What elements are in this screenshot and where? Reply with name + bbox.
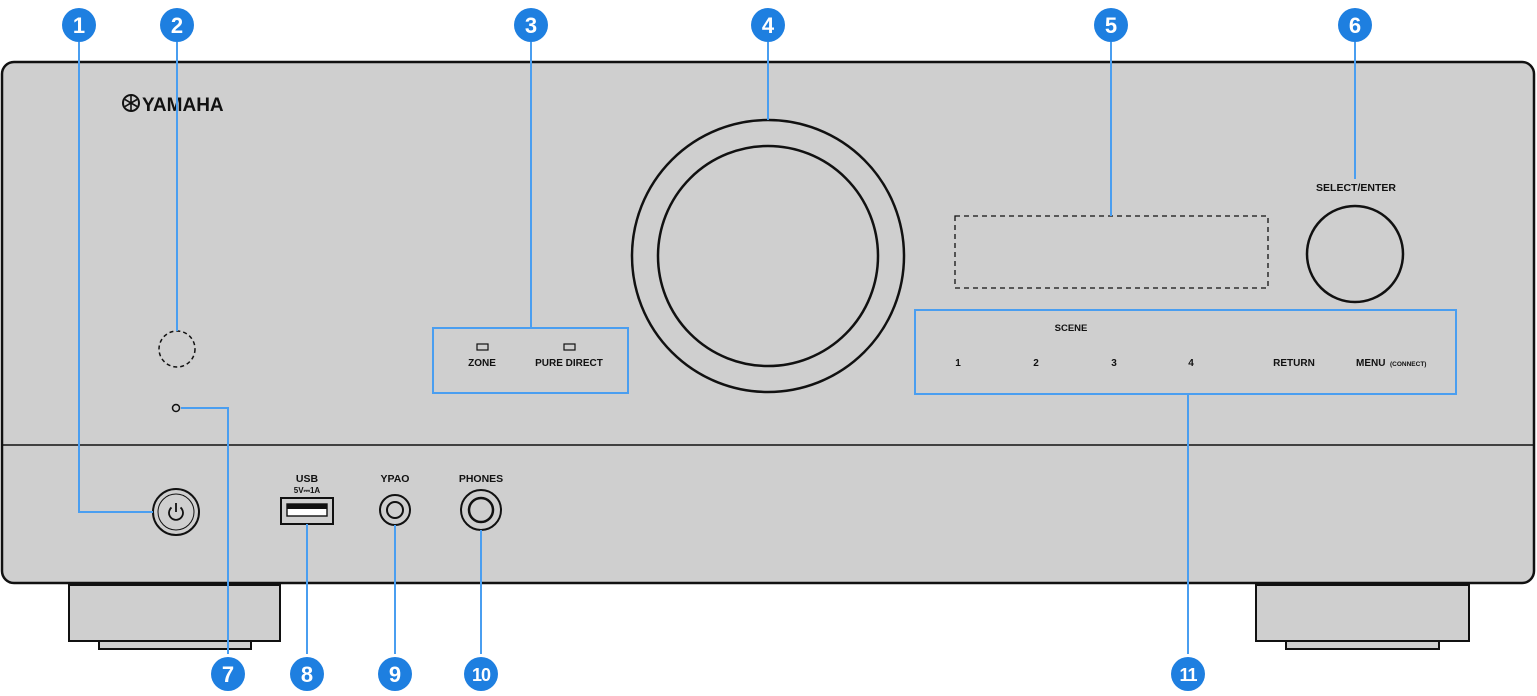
return-button[interactable]: RETURN bbox=[1273, 358, 1315, 369]
callout-4: 4 bbox=[751, 8, 785, 42]
callout-5: 5 bbox=[1094, 8, 1128, 42]
usb-port[interactable]: USB 5V⎓1A bbox=[280, 473, 334, 525]
power-icon bbox=[168, 503, 184, 521]
callout-2-number: 2 bbox=[171, 13, 183, 38]
scene-3-button[interactable]: 3 bbox=[1111, 358, 1117, 369]
scene-control-panel: SCENE 1 2 3 4 RETURN MENU (CONNECT) bbox=[914, 309, 1457, 395]
power-button[interactable] bbox=[152, 488, 200, 536]
callout-5-number: 5 bbox=[1105, 13, 1117, 38]
callout-1: 1 bbox=[62, 8, 96, 42]
scene-label: SCENE bbox=[1055, 323, 1088, 334]
zone-indicator bbox=[476, 343, 489, 351]
phones-label: PHONES bbox=[459, 473, 503, 485]
callout-6: 6 bbox=[1338, 8, 1372, 42]
pure-direct-button-label[interactable]: PURE DIRECT bbox=[535, 358, 603, 369]
phones-jack[interactable]: PHONES bbox=[459, 473, 503, 531]
leader-7 bbox=[181, 407, 229, 654]
ypao-mic-jack[interactable]: YPAO bbox=[379, 473, 411, 526]
callout-8: 8 bbox=[290, 657, 324, 691]
scene-1-button[interactable]: 1 bbox=[955, 358, 961, 369]
callout-9-number: 9 bbox=[389, 662, 401, 687]
left-foot bbox=[68, 584, 281, 650]
callout-3-number: 3 bbox=[525, 13, 537, 38]
callout-7-number: 7 bbox=[222, 662, 234, 687]
callout-9: 9 bbox=[378, 657, 412, 691]
brand-name: YAMAHA bbox=[142, 95, 224, 116]
pure-direct-indicator bbox=[563, 343, 576, 351]
right-foot bbox=[1255, 584, 1470, 650]
callout-6-number: 6 bbox=[1349, 13, 1361, 38]
scene-4-button[interactable]: 4 bbox=[1188, 358, 1194, 369]
callout-11: 11 bbox=[1171, 657, 1205, 691]
ypao-label: YPAO bbox=[381, 473, 410, 485]
select-enter-knob[interactable] bbox=[1305, 204, 1405, 304]
select-enter-label: SELECT/ENTER bbox=[1316, 182, 1396, 194]
zone-button-label[interactable]: ZONE bbox=[468, 358, 496, 369]
callout-2: 2 bbox=[160, 8, 194, 42]
standby-indicator bbox=[171, 403, 181, 413]
callout-leader-lines bbox=[78, 42, 1356, 654]
menu-connect-sublabel: (CONNECT) bbox=[1390, 361, 1426, 368]
callout-8-number: 8 bbox=[301, 662, 313, 687]
yamaha-logo: YAMAHA bbox=[122, 94, 224, 116]
callout-11-number: 11 bbox=[1179, 665, 1197, 685]
usb-rating-label: 5V⎓1A bbox=[294, 486, 321, 495]
leader-1 bbox=[78, 42, 153, 513]
volume-knob[interactable] bbox=[630, 118, 906, 394]
callout-1-number: 1 bbox=[73, 13, 85, 38]
callout-10-number: 10 bbox=[472, 665, 491, 685]
callout-4-number: 4 bbox=[762, 13, 775, 38]
usb-label: USB bbox=[296, 473, 319, 485]
callout-3: 3 bbox=[514, 8, 548, 42]
callout-7: 7 bbox=[211, 657, 245, 691]
menu-button[interactable]: MENU bbox=[1356, 358, 1385, 369]
callout-10: 10 bbox=[464, 657, 498, 691]
scene-2-button[interactable]: 2 bbox=[1033, 358, 1039, 369]
